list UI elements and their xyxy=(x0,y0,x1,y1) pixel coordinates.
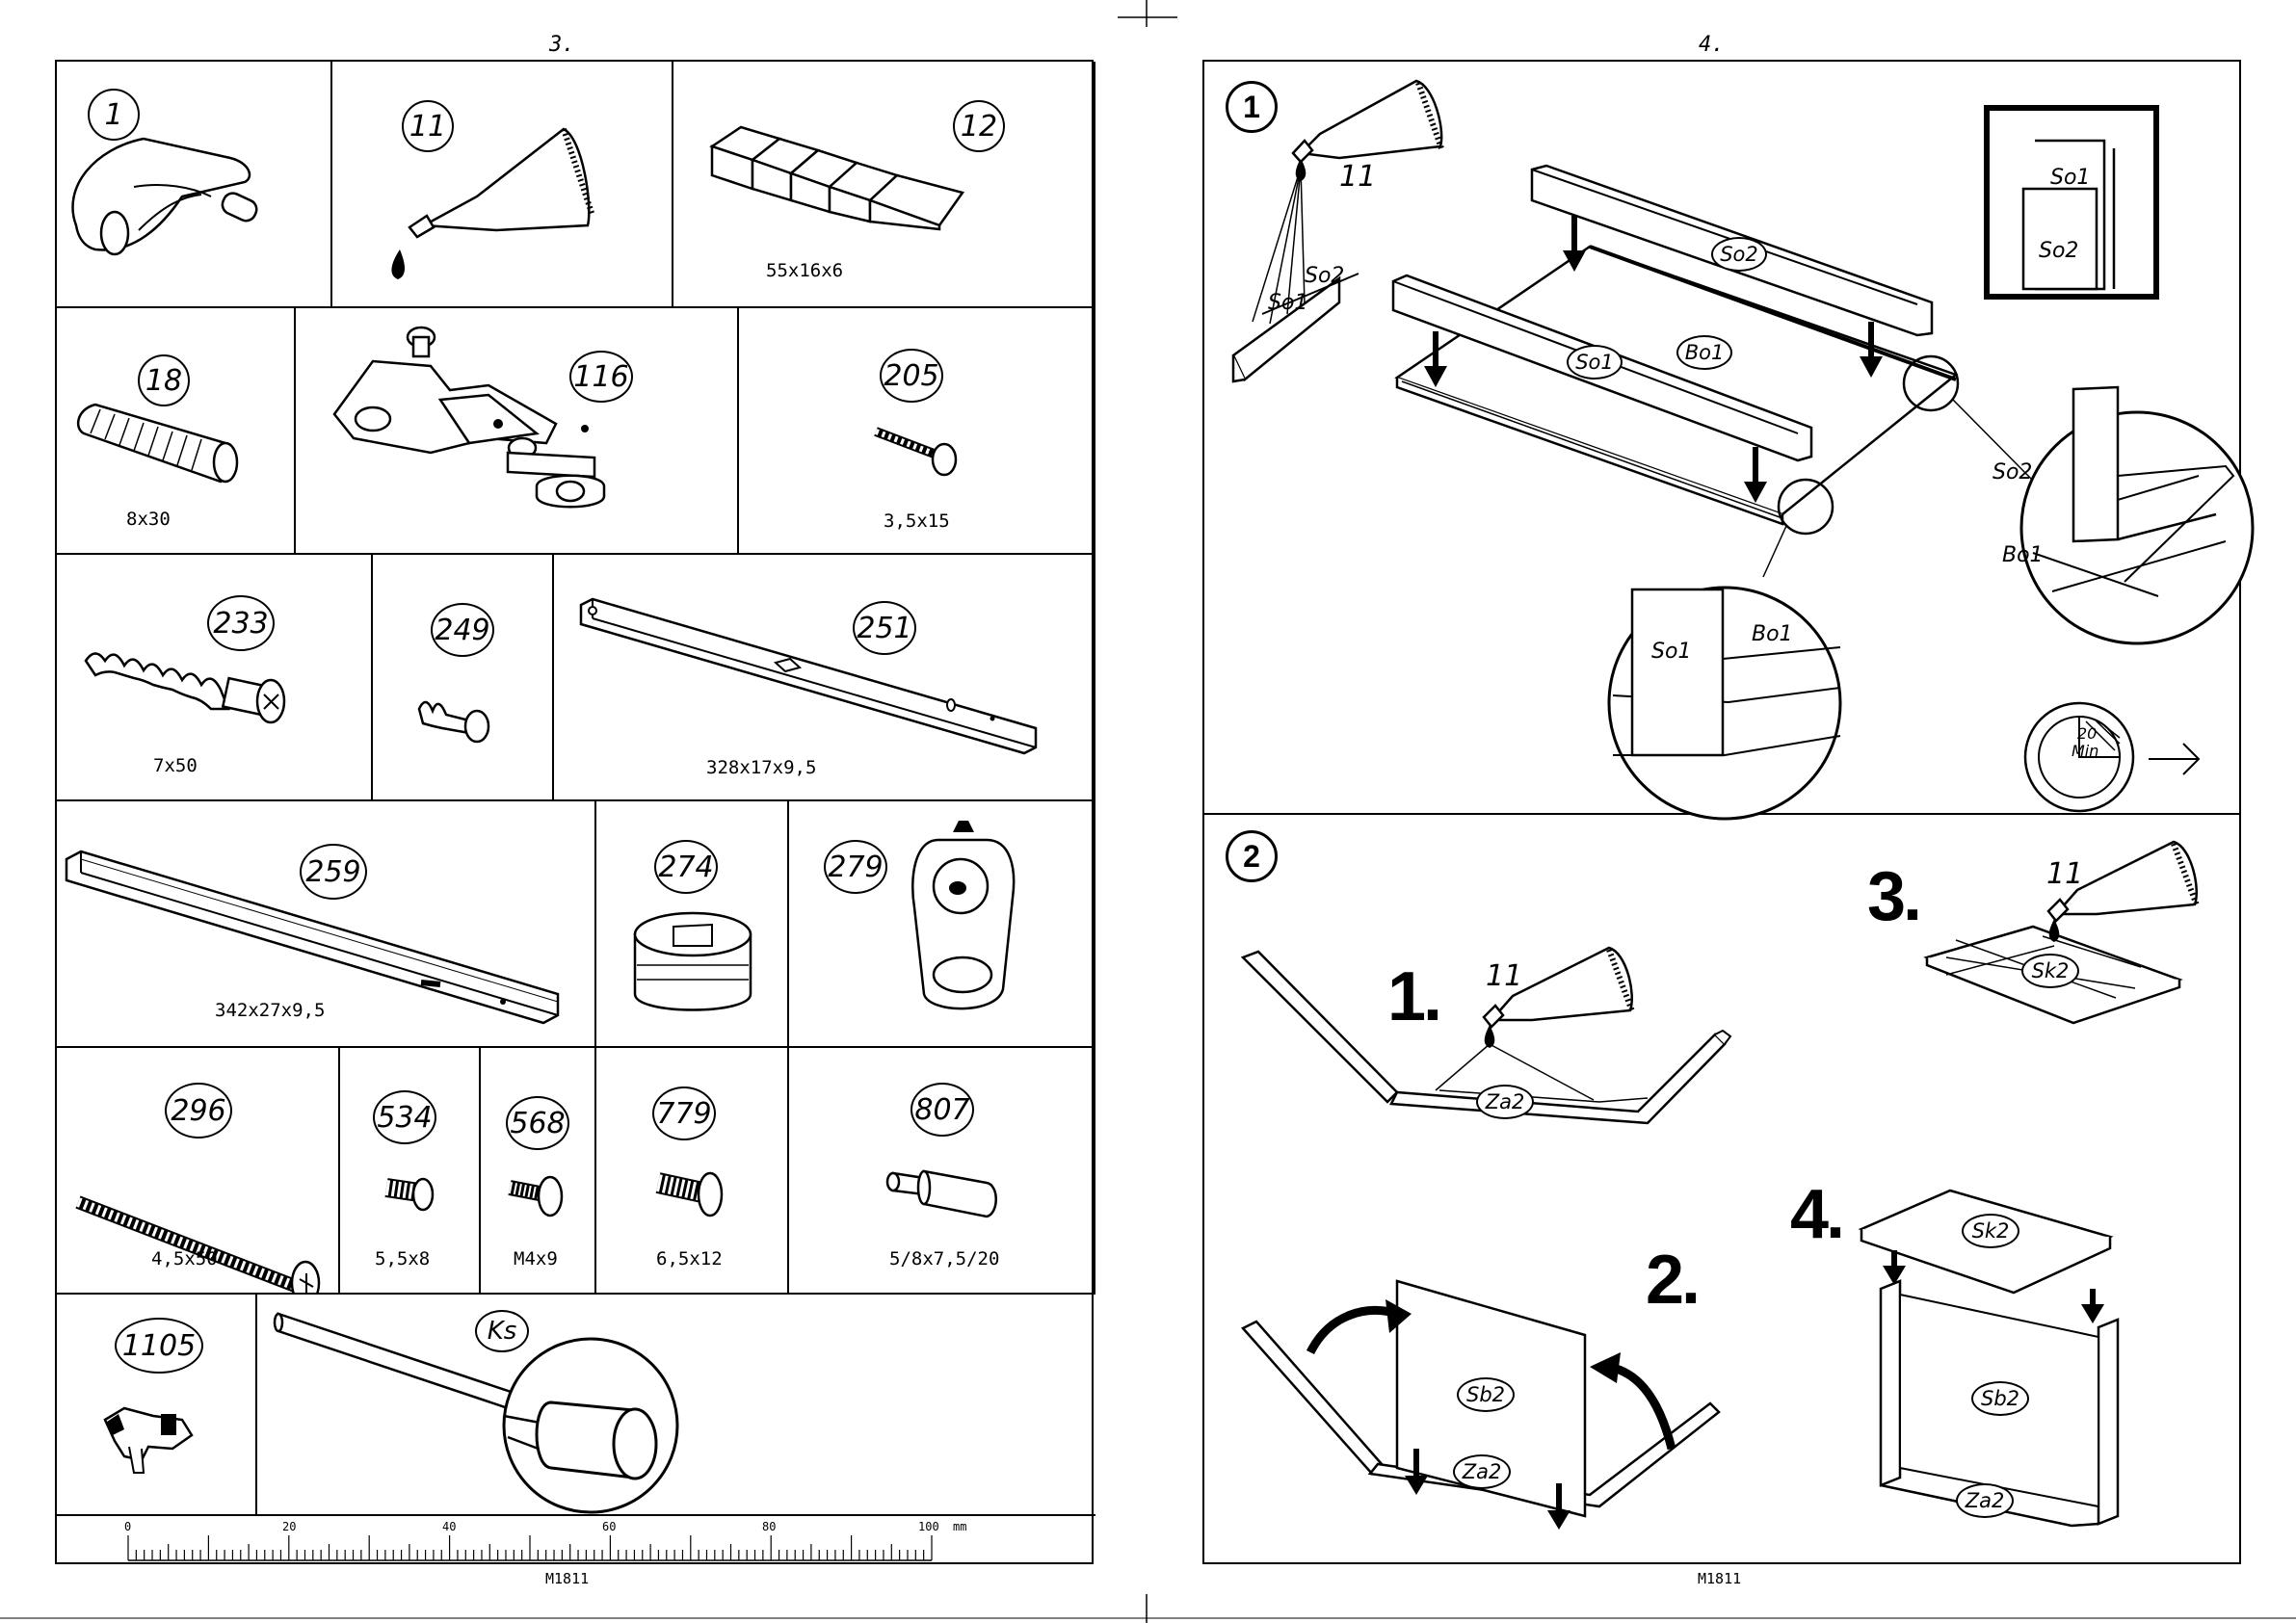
right-footer-code: M1811 xyxy=(1698,1570,1741,1587)
part-size-label: 55x16x6 xyxy=(766,260,843,281)
detail-label-bo1: Bo1 xyxy=(2002,543,2044,567)
part-size-label: 6,5x12 xyxy=(656,1248,723,1270)
tag-sb2-2: Sb2 xyxy=(1971,1381,2029,1416)
part-cell-1105: 1105 xyxy=(57,1295,257,1516)
timer-unit: Min xyxy=(2072,742,2098,760)
part-cell-568: 568 M4x9 xyxy=(481,1048,596,1295)
tag-sk2: Sk2 xyxy=(2021,954,2079,988)
ruler: 0 20 40 60 80 100 mm xyxy=(57,1516,1095,1566)
glue-tube-icon xyxy=(332,62,673,308)
drawer-runner-icon xyxy=(554,555,1095,801)
substep-1-number: 1. xyxy=(1387,957,1439,1036)
glue-part-label-a: 11 xyxy=(1486,959,1522,993)
detail-label-bo1-2: Bo1 xyxy=(1752,622,1793,646)
left-page-number: 3. xyxy=(549,33,575,57)
ruler-label-0: 0 xyxy=(124,1520,131,1533)
part-cell-116: 116 xyxy=(296,308,739,555)
wood-dowel-icon xyxy=(57,308,296,555)
tag-so1: So1 xyxy=(1567,345,1623,380)
part-cell-274: 274 xyxy=(596,801,789,1048)
detail-label-so2: So2 xyxy=(1993,460,2032,484)
part-size-label: 4,5x50 xyxy=(151,1248,218,1270)
part-cell-259: 259 342x27x9,5 xyxy=(57,801,596,1048)
substep-2-number: 2. xyxy=(1646,1241,1698,1320)
cabinet-hinge-icon xyxy=(296,308,739,555)
shelf-clip-icon xyxy=(57,1295,257,1516)
part-cell-18: 18 8x30 xyxy=(57,308,296,555)
part-cell-1: 1 xyxy=(57,62,332,308)
label-so1: So1 xyxy=(1268,291,1307,315)
ruler-label-40: 40 xyxy=(442,1520,456,1533)
connector-bolt-icon xyxy=(373,555,554,801)
inset-label-so2: So2 xyxy=(2039,239,2078,263)
assembly-steps: 1 xyxy=(1202,60,2241,1564)
ruler-unit: mm xyxy=(953,1520,966,1533)
connector-dowel-icon xyxy=(57,555,373,801)
glue-part-label-b: 11 xyxy=(2046,857,2083,891)
drawer-runner-long-icon xyxy=(57,801,596,1048)
part-size-label: 328x17x9,5 xyxy=(706,757,816,778)
cam-housing-icon xyxy=(596,801,789,1048)
part-cell-12: 12 55x16x6 xyxy=(673,62,1095,308)
tag-za2-2: Za2 xyxy=(1453,1454,1511,1489)
part-cell-251: 251 328x17x9,5 xyxy=(554,555,1095,801)
part-cell-807: 807 5/8x7,5/20 xyxy=(789,1048,1095,1295)
part-cell-296: 296 4,5x50 xyxy=(57,1048,340,1295)
left-footer-code: M1811 xyxy=(545,1570,589,1587)
ruler-label-80: 80 xyxy=(762,1520,776,1533)
part-cell-249: 249 xyxy=(373,555,554,801)
part-size-label: 342x27x9,5 xyxy=(215,1000,325,1021)
label-so2: So2 xyxy=(1305,264,1344,288)
part-cell-205: 205 3,5x15 xyxy=(739,308,1095,555)
step-2-drawing xyxy=(1204,813,2239,1562)
glue-part-label: 11 xyxy=(1339,160,1376,194)
substep-4-number: 4. xyxy=(1790,1175,1842,1254)
tag-za2-3: Za2 xyxy=(1956,1483,2014,1518)
tag-za2: Za2 xyxy=(1476,1085,1534,1119)
part-cell-ks: Ks xyxy=(257,1295,1095,1516)
step-1-panel: 1 xyxy=(1204,62,2239,815)
inset-label-so1: So1 xyxy=(2050,166,2090,190)
ruler-label-60: 60 xyxy=(602,1520,616,1533)
part-size-label: 3,5x15 xyxy=(884,510,950,532)
edge-strip-icon xyxy=(257,1295,1095,1516)
parts-table: 1 11 12 55x16x6 xyxy=(55,60,1094,1564)
rail-support-icon xyxy=(789,801,1095,1048)
part-size-label: M4x9 xyxy=(514,1248,558,1270)
part-size-label: 8x30 xyxy=(126,509,171,530)
tag-bo1: Bo1 xyxy=(1676,335,1732,370)
part-size-label: 5,5x8 xyxy=(375,1248,430,1270)
part-number-oval: Ks xyxy=(475,1310,529,1352)
substep-3-number: 3. xyxy=(1867,857,1919,936)
cam-lock-icon xyxy=(57,62,332,308)
part-cell-279: 279 xyxy=(789,801,1095,1048)
timer-value: 20 xyxy=(2077,724,2097,743)
tag-sk2-2: Sk2 xyxy=(1962,1214,2019,1248)
tag-so2: So2 xyxy=(1711,237,1767,272)
ruler-label-20: 20 xyxy=(282,1520,296,1533)
detail-label-so1: So1 xyxy=(1651,640,1691,664)
ruler-label-100: 100 xyxy=(918,1520,939,1533)
part-size-label: 5/8x7,5/20 xyxy=(889,1248,999,1270)
part-cell-11: 11 xyxy=(332,62,673,308)
part-cell-534: 534 5,5x8 xyxy=(340,1048,481,1295)
part-cell-779: 779 6,5x12 xyxy=(596,1048,789,1295)
right-page-number: 4. xyxy=(1699,33,1725,57)
part-size-label: 7x50 xyxy=(153,755,198,776)
shim-wedges-icon xyxy=(673,62,1095,308)
step-2-panel: 2 xyxy=(1204,813,2239,1562)
ruler-ticks xyxy=(57,1516,1095,1566)
tag-sb2: Sb2 xyxy=(1457,1377,1515,1412)
part-cell-233: 233 7x50 xyxy=(57,555,373,801)
